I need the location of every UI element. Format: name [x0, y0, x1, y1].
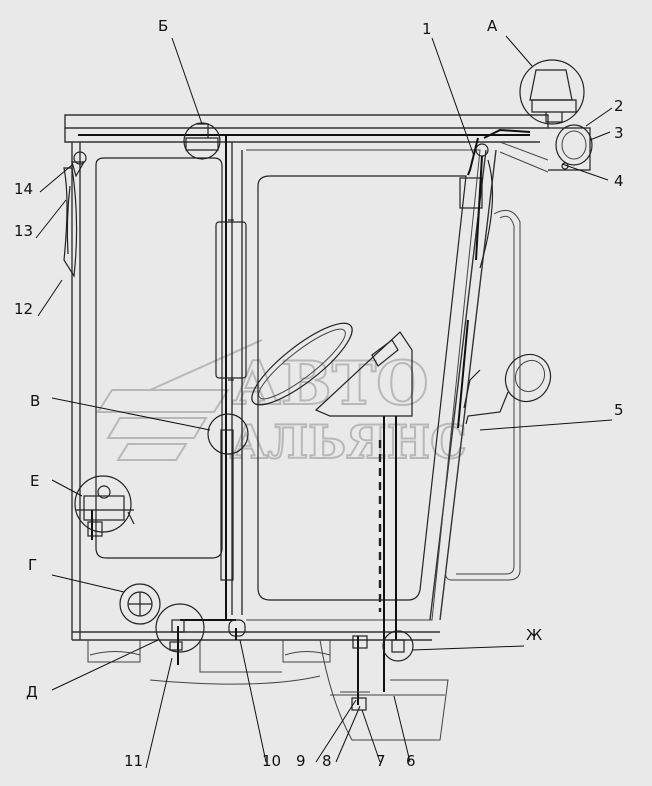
steering-wheel: [251, 322, 413, 417]
callout-14: 14: [14, 180, 33, 198]
label-g: Г: [28, 556, 37, 574]
socket-g: [119, 583, 161, 625]
leader-lines: [35, 35, 613, 769]
watermark-text-2: АЛЬЯНС: [230, 415, 467, 469]
callout-13: 13: [14, 222, 33, 240]
callout-8: 8: [322, 752, 332, 770]
callout-1: 1: [422, 20, 432, 38]
callout-9: 9: [296, 752, 306, 770]
number-callouts: 1 2 3 4 5 6 7 8 9 10 11 12 13 14: [14, 20, 624, 770]
label-b: Б: [158, 17, 168, 35]
label-zh: Ж: [526, 626, 542, 644]
callout-12: 12: [14, 300, 33, 318]
callout-11: 11: [124, 752, 143, 770]
connector-7-9: [340, 635, 370, 711]
cab-outline: [64, 114, 549, 741]
callout-6: 6: [406, 752, 416, 770]
watermark-logo: АВТО АЛЬЯНС: [96, 339, 468, 470]
left-mirror-bracket: [63, 151, 87, 278]
label-v: В: [30, 392, 40, 410]
callout-2: 2: [614, 97, 624, 115]
connector-d: [155, 603, 205, 653]
callout-4: 4: [614, 172, 624, 190]
view-labels: Б А В Е Г Д Ж: [26, 17, 542, 701]
side-work-light: [457, 319, 552, 429]
watermark-text-1: АВТО: [232, 349, 429, 419]
label-e: Е: [30, 472, 39, 490]
connector-10: [228, 619, 246, 637]
harness-tube: [215, 219, 247, 581]
callout-10: 10: [262, 752, 281, 770]
rear-light-zh: [382, 630, 414, 662]
watermark-stripes: [96, 339, 263, 461]
work-light-rear: [499, 124, 593, 173]
label-d: Д: [26, 683, 38, 701]
wiper-assembly: [445, 143, 521, 581]
callout-7: 7: [376, 752, 386, 770]
callout-3: 3: [614, 124, 624, 142]
switch-unit: [74, 475, 135, 537]
label-a: А: [487, 17, 498, 35]
beacon-lamp: [519, 59, 585, 125]
callout-5: 5: [614, 401, 624, 419]
connector-circle-v: [207, 413, 249, 455]
